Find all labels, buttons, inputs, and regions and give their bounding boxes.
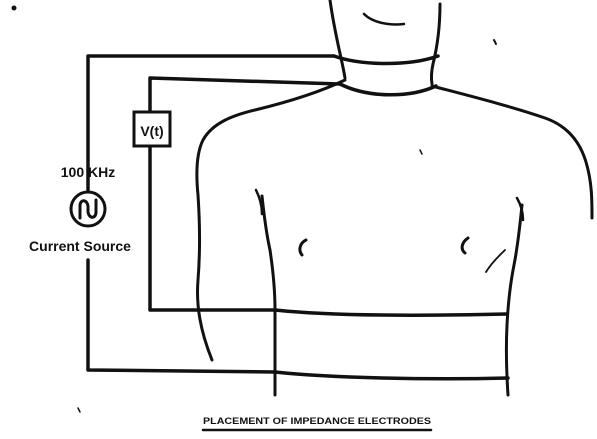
right-arm-sketch [486, 250, 505, 272]
source-name-label: Current Source [29, 238, 131, 254]
inner-voltage-wire-return [150, 146, 275, 310]
left-armpit [256, 190, 262, 214]
voltage-meter: V(t) [134, 112, 170, 146]
sketch-mark [78, 408, 80, 412]
scan-speck [12, 6, 17, 11]
current-source: 100 KHz Current Source [29, 164, 131, 254]
diagram-caption: PLACEMENT OF IMPEDANCE ELECTRODES [203, 416, 431, 426]
chest-electrode-upper [275, 310, 507, 315]
right-shoulder-outline [432, 86, 592, 218]
torso-figure [78, 0, 592, 412]
left-nipple [300, 240, 306, 255]
chin-curve [364, 14, 404, 25]
voltage-meter-label: V(t) [140, 123, 163, 139]
sketch-mark [494, 40, 496, 44]
source-frequency-label: 100 KHz [61, 164, 115, 180]
sketch-mark [420, 150, 422, 154]
wiring [88, 56, 340, 372]
left-shoulder-outline [197, 80, 345, 360]
caption: PLACEMENT OF IMPEDANCE ELECTRODES [203, 416, 431, 430]
neck-electrode-upper [334, 56, 438, 64]
outer-current-wire-return [88, 260, 275, 372]
left-torso-side [262, 196, 275, 395]
neck-left-outline [330, 0, 345, 78]
abdomen-electrode-lower [275, 372, 508, 379]
neck-electrode-lower [340, 84, 436, 95]
right-nipple [462, 238, 468, 253]
neck-right-outline [431, 4, 440, 84]
right-torso-side [506, 205, 522, 395]
electrode-bands [275, 56, 508, 379]
outer-current-wire [88, 56, 334, 192]
